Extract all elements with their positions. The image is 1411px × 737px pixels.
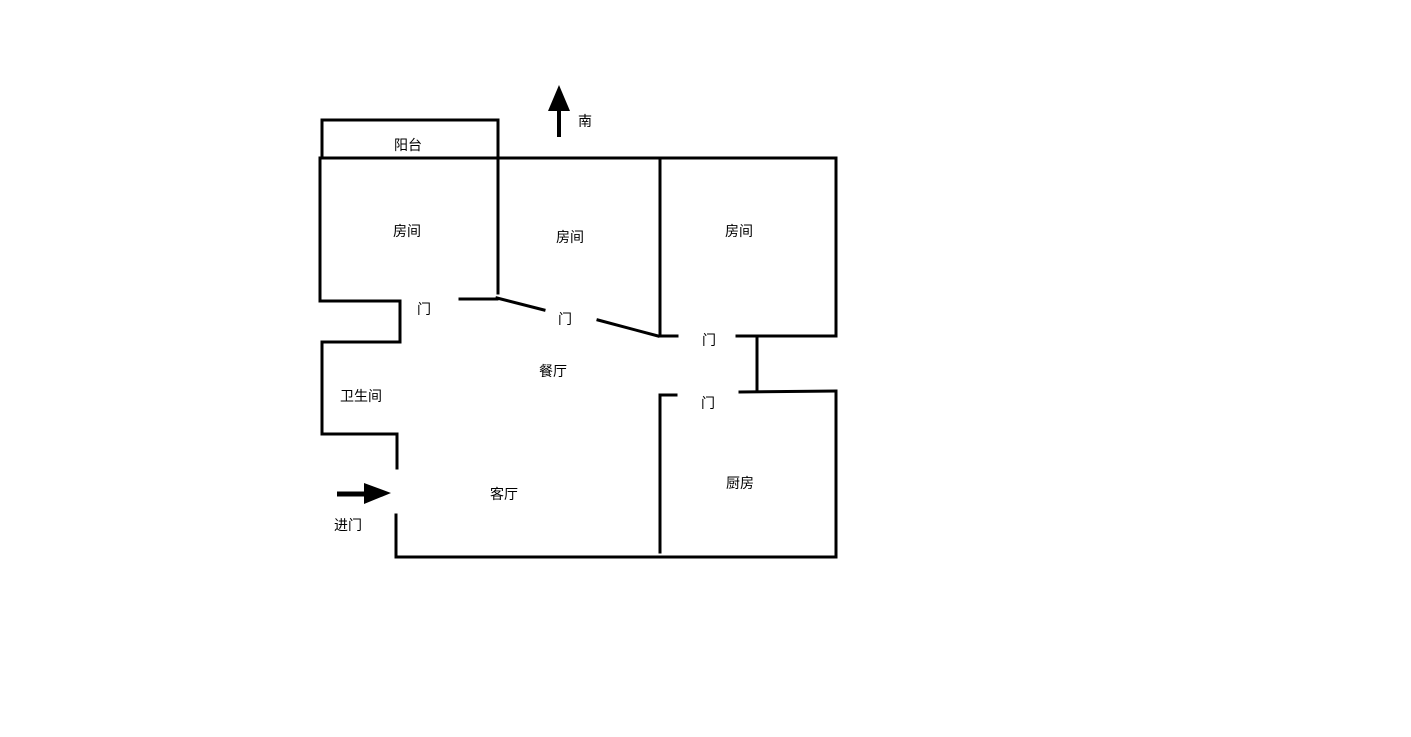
door-kitchen-label: 门 <box>701 396 715 412</box>
dining-room-label: 餐厅 <box>539 364 567 380</box>
living-room-label: 客厅 <box>490 486 518 503</box>
balcony-walls <box>320 118 500 160</box>
west-walls <box>318 156 402 559</box>
right-arrow-icon <box>337 483 391 504</box>
door-room-1-label: 门 <box>417 302 431 318</box>
balcony-label: 阳台 <box>394 138 422 154</box>
room-1-label: 房间 <box>393 224 421 240</box>
entrance-label: 进门 <box>334 518 362 534</box>
door-room-2-label: 门 <box>558 312 572 328</box>
interior-walls <box>458 156 838 559</box>
kitchen-label: 厨房 <box>726 476 754 492</box>
south-label: 南 <box>578 114 592 130</box>
room-2-label: 房间 <box>556 230 584 246</box>
up-arrow-icon <box>548 85 570 137</box>
door-room-3-label: 门 <box>702 333 716 349</box>
bathroom-label: 卫生间 <box>340 389 382 405</box>
room-3-label: 房间 <box>725 224 753 240</box>
